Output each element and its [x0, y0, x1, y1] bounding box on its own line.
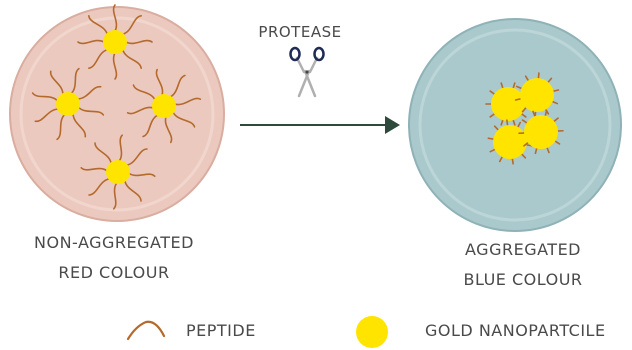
protease-label: PROTEASE — [258, 23, 341, 41]
gold-nanoparticle — [491, 87, 525, 121]
gold-nanoparticle — [106, 160, 130, 184]
gold-nanoparticle — [493, 125, 527, 159]
gold-nanoparticle — [103, 30, 127, 54]
gold-nanoparticle — [152, 94, 176, 118]
scissors-icon — [291, 48, 324, 96]
right-caption-line1: AGGREGATED — [465, 240, 581, 259]
left-dish-group — [10, 5, 224, 221]
gold-nanoparticle — [520, 78, 554, 112]
right-arrow-icon — [240, 116, 400, 134]
left-caption-line1: NON-AGGREGATED — [34, 233, 194, 252]
peptide-squiggle-icon — [128, 322, 164, 339]
legend-gold-label: GOLD NANOPARTCILE — [425, 321, 606, 340]
left-caption-line2: RED COLOUR — [58, 263, 169, 282]
gold-nanoparticle-icon — [356, 316, 388, 348]
legend-peptide-label: PEPTIDE — [186, 321, 256, 340]
gold-nanoparticle — [56, 92, 80, 116]
gold-nanoparticle — [524, 115, 558, 149]
free-gold-nanoparticle — [78, 5, 152, 79]
legend: PEPTIDE GOLD NANOPARTCILE — [128, 316, 606, 348]
right-dish-group — [409, 19, 621, 231]
right-caption-line2: BLUE COLOUR — [463, 270, 582, 289]
